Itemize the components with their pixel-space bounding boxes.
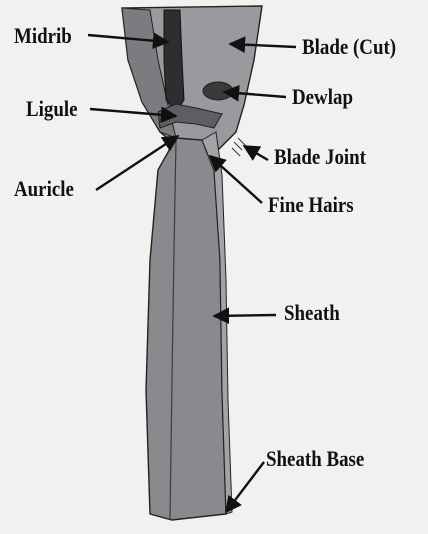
leaf-sheath-shape (146, 138, 226, 520)
label-ligule: Ligule (26, 98, 78, 120)
label-auricle: Auricle (14, 178, 74, 200)
midrib-strip (164, 10, 184, 112)
label-sheath-base: Sheath Base (266, 448, 364, 470)
blade-joint-leader (244, 146, 268, 160)
dewlap-spot (203, 82, 233, 100)
sheath-base-leader (226, 462, 264, 512)
label-sheath: Sheath (284, 302, 340, 324)
sheath-leader (214, 315, 276, 316)
label-dewlap: Dewlap (292, 86, 353, 108)
label-fine-hairs: Fine Hairs (268, 194, 354, 216)
label-midrib: Midrib (14, 25, 72, 47)
label-blade-cut: Blade (Cut) (302, 36, 396, 58)
label-blade-joint: Blade Joint (274, 146, 366, 168)
